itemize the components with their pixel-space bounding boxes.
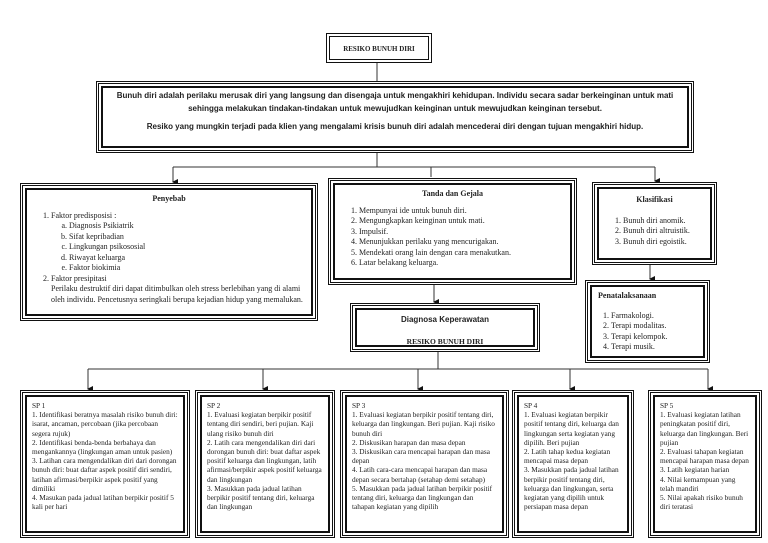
penatalaksanaan-item: Terapi musik. [611, 342, 697, 353]
tanda-item: Latar belakang keluarga. [359, 258, 564, 269]
sp-line: 2. Identifikasi benda-benda berbahaya da… [32, 437, 173, 457]
penatalaksanaan-item: Terapi kelompok. [611, 332, 697, 343]
sp-title: SP 1 [32, 401, 46, 410]
penatalaksanaan-heading: Penatalaksanaan [598, 291, 657, 300]
tanda-heading: Tanda dan Gejala [421, 189, 484, 198]
sp-line: 3. Diskusikan cara mencapai harapan dan … [352, 447, 490, 466]
definition-text: Bunuh diri adalah perilaku merusak diri … [116, 91, 674, 113]
klasifikasi-heading: Klasifikasi [636, 195, 673, 204]
sp-title: SP 3 [352, 401, 366, 410]
definition-box: Bunuh diri adalah perilaku merusak diri … [96, 81, 694, 153]
tanda-item: Impulsif. [359, 227, 564, 238]
penyebab-item: Faktor predisposisi : [51, 210, 117, 220]
sp4-box: SP 4 1. Evaluasi kegiatan berpikir posit… [512, 390, 634, 538]
sp-line: 1. Evaluasi kegiatan latihan peningkatan… [660, 410, 749, 447]
sp-line: 2. Diskusikan harapan dan masa depan [352, 437, 466, 447]
penyebab-subitem: Riwayat keluarga [69, 253, 305, 264]
diagnosa-box: Diagnosa Keperawatan RESIKO BUNUH DIRI [350, 303, 540, 352]
sp-line: 2. Evaluasi tahapan kegiatan mencapai ha… [660, 447, 749, 466]
title-box: RESIKO BUNUH DIRI [326, 33, 432, 63]
penyebab-description: Perilaku destruktif diri dapat ditimbulk… [51, 284, 303, 304]
sp1-box: SP 1 1. Identifikasi beratnya masalah ri… [20, 390, 190, 538]
penyebab-subitem: Lingkungan psikososial [69, 242, 305, 253]
sp-line: 4. Latih cara-cara mencapai harapan dan … [352, 465, 488, 484]
penatalaksanaan-item: Farmakologi. [611, 311, 697, 322]
sp3-box: SP 3 1. Evaluasi kegiatan berpikir posit… [340, 390, 509, 538]
sp-line: 3. Masukkan pada jadual latihan berpikir… [524, 465, 619, 512]
sp2-box: SP 2 1. Evaluasi kegiatan berpikir posit… [195, 390, 335, 538]
risk-text: Resiko yang mungkin terjadi pada klien y… [146, 122, 644, 131]
klasifikasi-item: Bunuh diri anomik. [623, 216, 704, 227]
penyebab-subitem: Faktor biokimia [69, 263, 305, 274]
sp-line: 4. Masukan pada jadual latihan berpikir … [32, 493, 174, 512]
sp-line: 1. Evaluasi kegiatan berpikir positif te… [524, 410, 619, 447]
klasifikasi-item: Bunuh diri egoistik. [623, 237, 704, 248]
sp-line: 1. Evaluasi kegiatan berpikir positif te… [207, 410, 314, 438]
penyebab-heading: Penyebab [152, 194, 186, 203]
sp-line: 1. Evaluasi kegiatan berpikir positif te… [352, 410, 495, 438]
diagnosa-heading: Diagnosa Keperawatan [400, 315, 490, 324]
penyebab-box: Penyebab Faktor predisposisi : Diagnosis… [20, 183, 318, 321]
penatalaksanaan-box: Penatalaksanaan Farmakologi. Terapi moda… [585, 280, 710, 363]
klasifikasi-item: Bunuh diri altruistik. [623, 226, 704, 237]
tanda-item: Mempunyai ide untuk bunuh diri. [359, 206, 564, 217]
sp-line: 3. Latihan cara mengendalikan diri dari … [32, 456, 177, 493]
sp-title: SP 2 [207, 401, 221, 410]
tanda-item: Menunjukkan perilaku yang mencurigakan. [359, 237, 564, 248]
sp-line: 1. Identifikasi beratnya masalah risiko … [32, 410, 178, 438]
tanda-item: Mendekati orang lain dengan cara menakut… [359, 248, 564, 259]
sp-line: 5. Masukkan pada jadual latihan berpikir… [352, 483, 493, 512]
sp-line: 5. Nilai apakah risiko bunuh diri terata… [660, 493, 743, 512]
tanda-item: Mengungkapkan keinginan untuk mati. [359, 216, 564, 227]
sp-line: 2. Latih tahap kedua kegiatan mencapai m… [524, 447, 611, 466]
penyebab-subitem: Diagnosis Psikiatrik [69, 221, 305, 232]
sp-line: 3. Latih kegiatan harian [660, 465, 730, 475]
tanda-gejala-box: Tanda dan Gejala Mempunyai ide untuk bun… [328, 178, 577, 285]
sp-line: 4. Nilai kemampuan yang telah mandiri [660, 474, 736, 493]
penyebab-subitem: Sifat kepribadian [69, 232, 305, 243]
klasifikasi-box: Klasifikasi Bunuh diri anomik. Bunuh dir… [592, 182, 717, 265]
sp5-box: SP 5 1. Evaluasi kegiatan latihan pening… [648, 390, 762, 538]
sp-title: SP 5 [660, 401, 674, 410]
sp-title: SP 4 [524, 401, 538, 410]
penatalaksanaan-item: Terapi modalitas. [611, 321, 697, 332]
diagnosa-value: RESIKO BUNUH DIRI [406, 336, 484, 346]
sp-line: 3. Masukkan pada jadual latihan berpikir… [207, 483, 315, 512]
penyebab-item: Faktor presipitasi [51, 273, 107, 283]
sp-line: 2. Latih cara mengendalikan diri dari do… [207, 437, 322, 484]
